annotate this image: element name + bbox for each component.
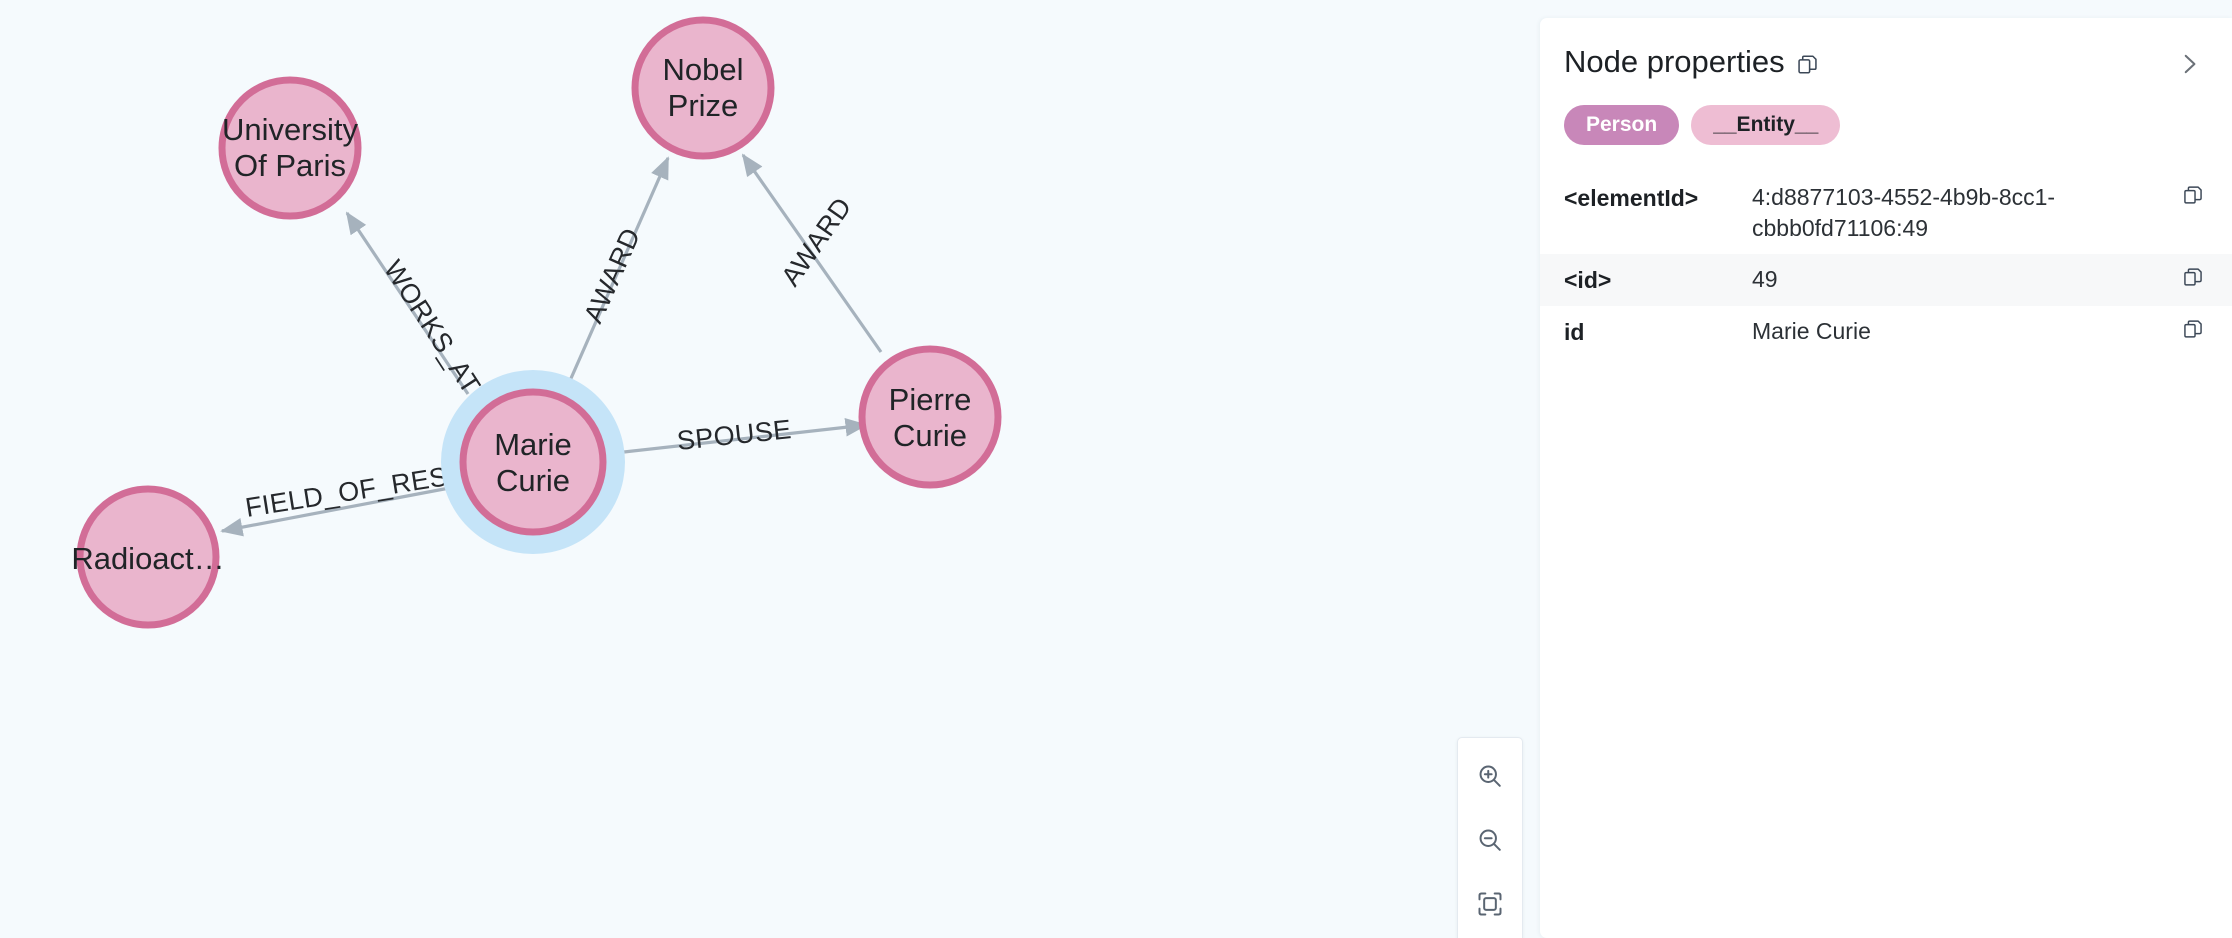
edge-works-at[interactable]: WORKS_AT [345, 211, 486, 399]
collapse-panel-button[interactable] [2172, 47, 2206, 81]
node-label-pierre-curie-line1: Pierre [889, 382, 972, 417]
property-value: 49 [1752, 266, 1778, 293]
node-label-chip-entity[interactable]: __Entity__ [1691, 105, 1841, 146]
node-label-marie-curie-line2: Curie [496, 463, 570, 498]
chevron-right-icon [2184, 54, 2196, 74]
graph-node-radioactivity[interactable]: Radioact… [71, 485, 225, 629]
node-label-chip-person[interactable]: Person [1564, 105, 1680, 146]
magnifier-minus-icon [1479, 829, 1501, 851]
edge-label-award-marie: AWARD [578, 223, 646, 327]
property-value: Marie Curie [1752, 318, 1871, 345]
fit-to-screen-button[interactable] [1467, 882, 1513, 926]
copy-property-button[interactable] [2178, 182, 2208, 206]
panel-title-wrap: Node properties [1564, 44, 2172, 79]
properties-table: <elementId> 4:d8877103-4552-4b9b-8cc1-cb… [1540, 172, 2232, 358]
zoom-in-button[interactable] [1467, 754, 1513, 798]
node-label-pierre-curie-line2: Curie [893, 418, 967, 453]
edge-label-award-pierre: AWARD [775, 192, 857, 292]
node-label-university-of-paris-line2: Of Paris [234, 148, 346, 183]
graph-node-pierre-curie[interactable]: Pierre Curie [858, 345, 1002, 489]
graph-node-university-of-paris[interactable]: University Of Paris [218, 76, 362, 220]
graph-svg[interactable]: WORKS_AT AWARD AWARD SPOUSE FIELD_OF_RES… [0, 0, 1540, 938]
panel-header: Node properties [1540, 18, 2232, 81]
node-properties-panel: Node properties Person __Entity__ [1540, 18, 2232, 938]
edge-award-pierre[interactable]: AWARD [741, 153, 883, 353]
edge-label-works-at: WORKS_AT [378, 255, 486, 399]
node-label-nobel-prize-line2: Prize [668, 88, 739, 123]
table-row: <id> 49 [1540, 254, 2232, 307]
zoom-controls-panel [1457, 737, 1523, 938]
node-label-radioactivity-line1: Radioact… [71, 541, 224, 576]
copy-icon [2184, 268, 2202, 286]
copy-all-properties-icon[interactable] [1796, 53, 1819, 76]
zoom-out-button[interactable] [1467, 818, 1513, 862]
node-label-university-of-paris-line1: University [222, 112, 359, 147]
graph-node-marie-curie[interactable]: Marie Curie [441, 370, 625, 554]
copy-property-button[interactable] [2178, 316, 2208, 340]
page-title: Node properties [1564, 44, 1785, 79]
copy-icon [2184, 320, 2202, 339]
edge-spouse[interactable]: SPOUSE [623, 414, 868, 456]
property-key: <elementId> [1564, 185, 1699, 212]
graph-canvas[interactable]: WORKS_AT AWARD AWARD SPOUSE FIELD_OF_RES… [0, 0, 1540, 938]
table-row: <elementId> 4:d8877103-4552-4b9b-8cc1-cb… [1540, 172, 2232, 254]
fit-to-screen-icon [1478, 892, 1502, 916]
node-labels-list: Person __Entity__ [1540, 81, 2232, 146]
magnifier-plus-icon [1479, 765, 1501, 787]
property-key: <id> [1564, 267, 1612, 294]
graph-node-nobel-prize[interactable]: Nobel Prize [631, 16, 775, 160]
node-label-marie-curie-line1: Marie [494, 427, 572, 462]
property-key: id [1564, 319, 1585, 346]
edge-label-spouse: SPOUSE [675, 414, 792, 456]
copy-property-button[interactable] [2178, 264, 2208, 288]
property-value: 4:d8877103-4552-4b9b-8cc1-cbbb0fd71106:4… [1752, 184, 2056, 242]
node-label-nobel-prize-line1: Nobel [663, 52, 744, 87]
copy-icon [2184, 186, 2202, 204]
edge-award-marie[interactable]: AWARD [563, 156, 670, 393]
table-row: id Marie Curie [1540, 306, 2232, 358]
